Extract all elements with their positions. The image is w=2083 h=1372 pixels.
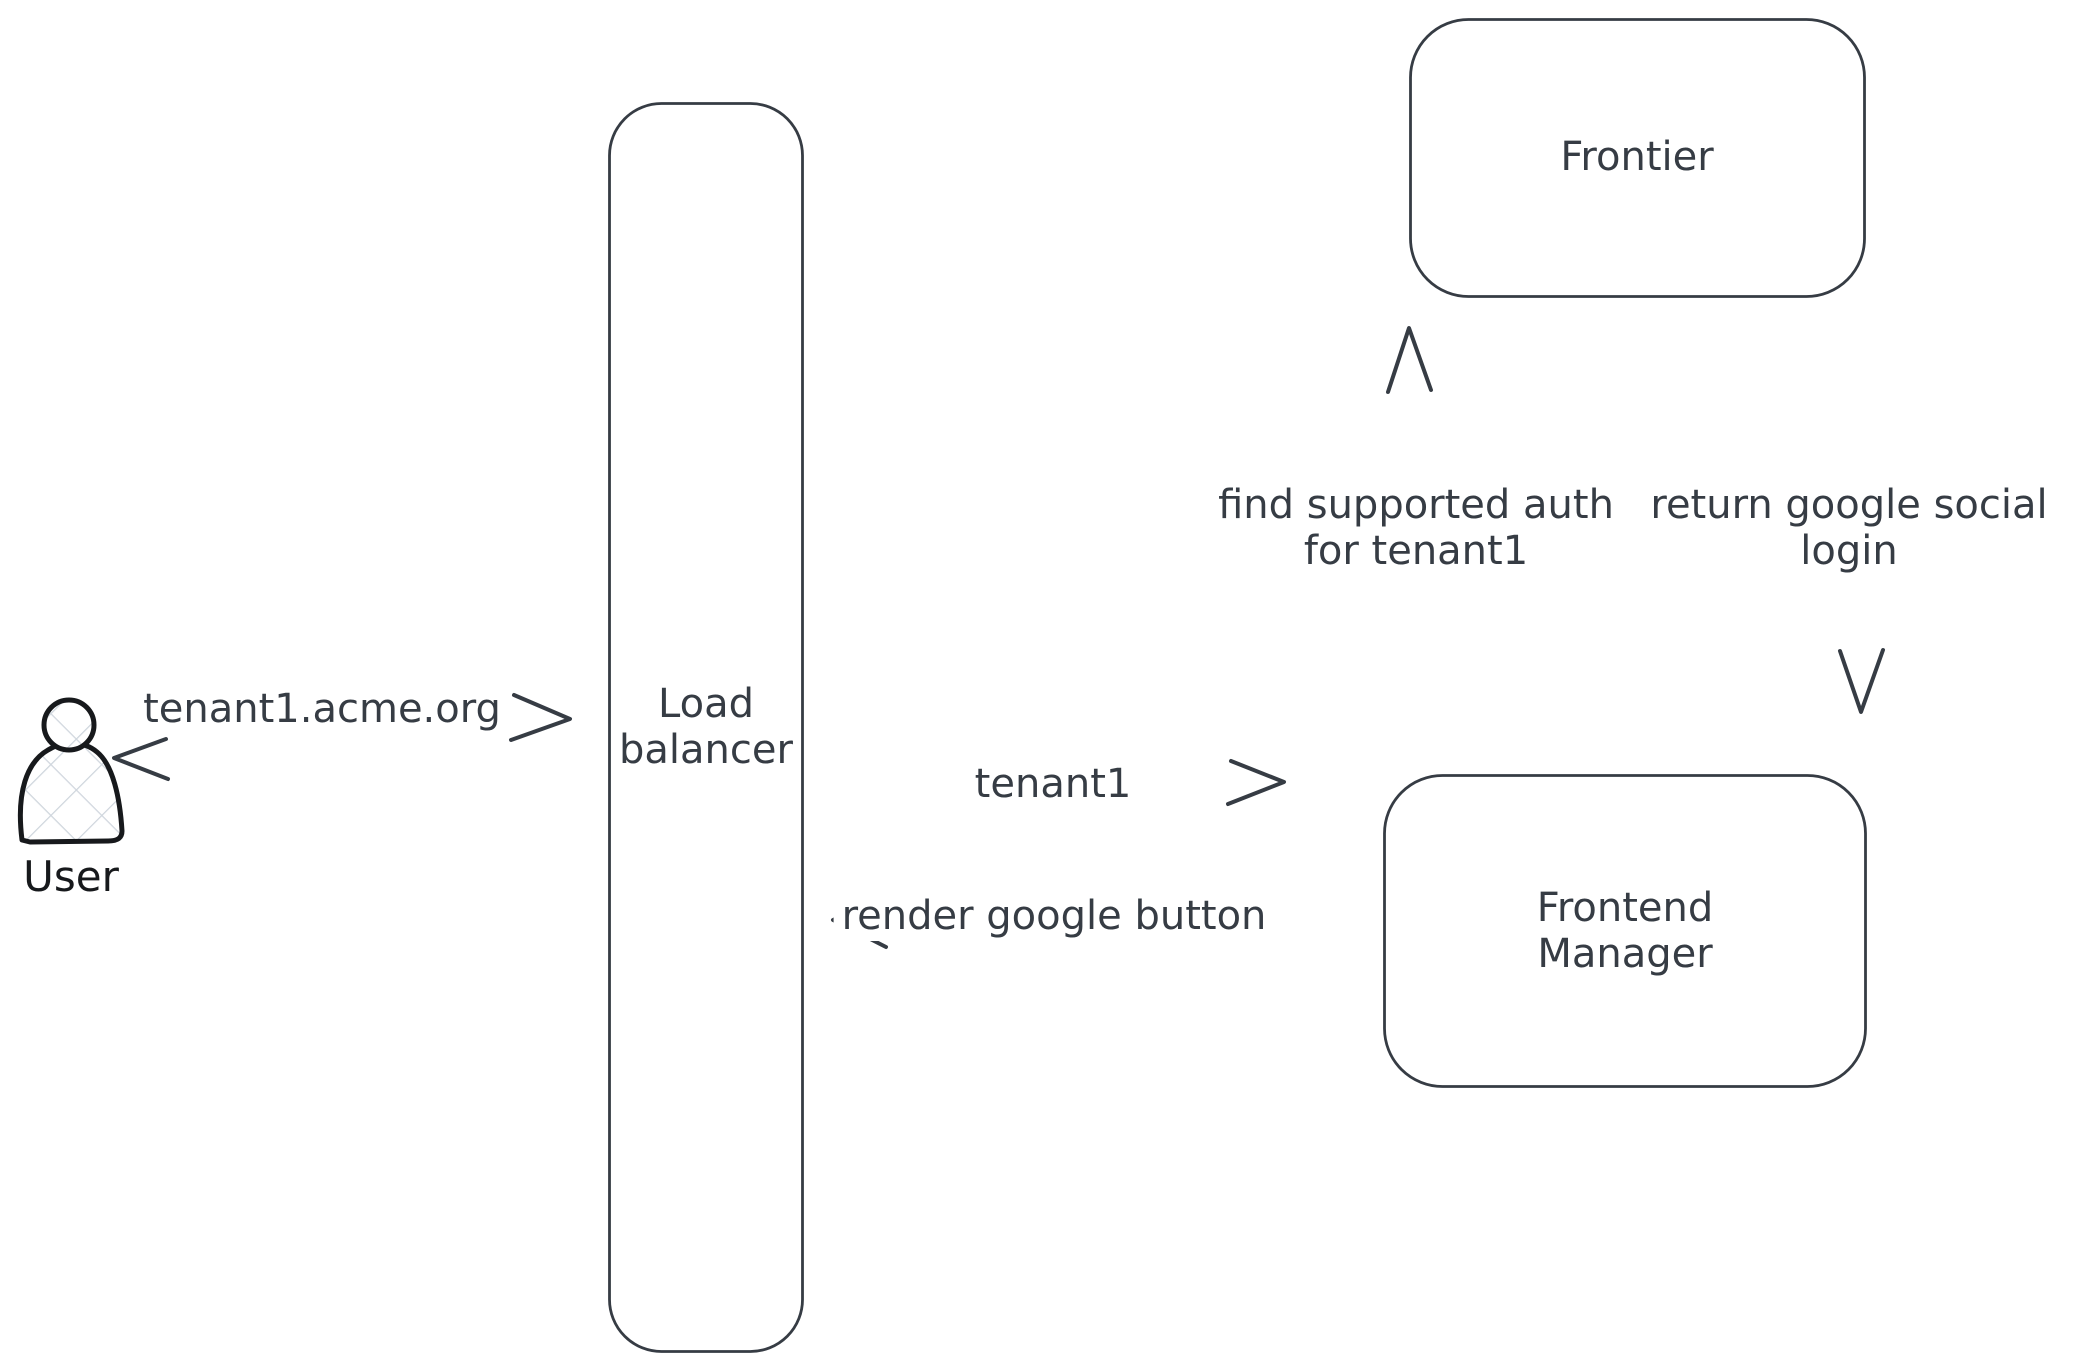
edge-label-find-supported-auth-line2: for tenant1	[1303, 528, 1529, 574]
edge-label-return-google-social-login-line1: return google social	[1650, 482, 2048, 528]
edge-label-find-supported-auth-line1: find supported auth	[1218, 482, 1614, 528]
load-balancer-label-line1: Load	[658, 681, 754, 727]
arrow-user-to-load-balancer	[103, 693, 572, 742]
user-label: User	[23, 852, 119, 901]
user-head	[41, 697, 97, 753]
arrow-frontier-to-frontend-manager	[1838, 648, 1885, 714]
frontend-manager-label: Frontend Manager	[1537, 885, 1714, 977]
load-balancer-box	[608, 102, 804, 1353]
arrow-frontend-manager-to-frontier	[1386, 326, 1433, 394]
load-balancer-label: Load balancer	[619, 681, 793, 773]
load-balancer-label-line2: balancer	[619, 727, 793, 773]
edge-label-return-google-social-login-line2: login	[1800, 528, 1898, 574]
arrow-load-balancer-to-user	[112, 737, 574, 781]
frontend-manager-label-line2: Manager	[1537, 931, 1713, 977]
frontend-manager-box	[1383, 774, 1867, 1088]
edge-label-tenant1: tenant1	[966, 759, 1140, 809]
edge-label-tenant1-acme-org: tenant1.acme.org	[135, 684, 509, 734]
user-icon	[17, 697, 125, 845]
edge-label-render-google-button: render google button	[833, 891, 1275, 941]
edge-label-return-google-social-login: return google social login	[1642, 480, 2056, 576]
frontier-box	[1409, 18, 1866, 298]
edge-label-find-supported-auth: find supported auth for tenant1	[1210, 480, 1622, 576]
user-body	[17, 740, 125, 845]
arrow-load-balancer-to-frontend-manager	[826, 759, 1286, 806]
frontier-label: Frontier	[1560, 134, 1714, 180]
frontend-manager-label-line1: Frontend	[1536, 885, 1714, 931]
